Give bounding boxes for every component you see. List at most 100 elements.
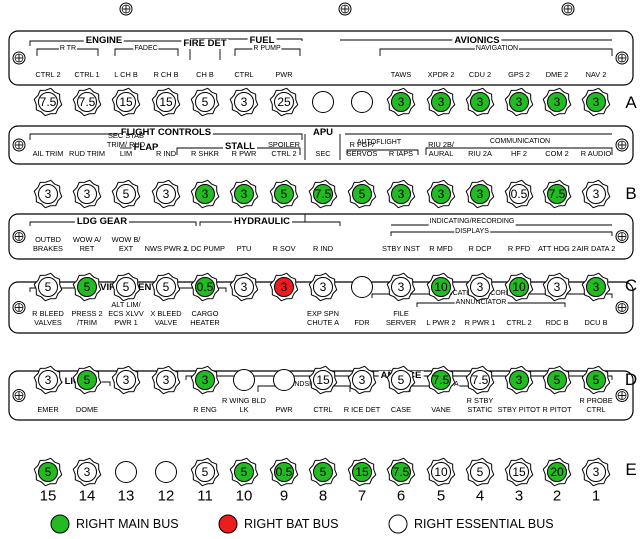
group-title: STALL [223, 141, 257, 152]
circuit-breaker[interactable] [308, 87, 338, 117]
breaker-rating: 7.5 [432, 373, 450, 387]
circuit-breaker[interactable]: 3 [151, 365, 181, 395]
breaker-button-icon [151, 365, 181, 395]
circuit-breaker[interactable]: 7.5 [33, 87, 63, 117]
column-number: 2 [552, 487, 562, 505]
circuit-breaker[interactable] [347, 272, 377, 302]
circuit-breaker[interactable]: 3 [386, 272, 416, 302]
circuit-breaker[interactable]: 3 [426, 87, 456, 117]
circuit-breaker[interactable] [347, 87, 377, 117]
circuit-breaker[interactable]: 25 [269, 87, 299, 117]
circuit-breaker[interactable] [229, 365, 259, 395]
circuit-breaker[interactable]: 3 [581, 457, 611, 487]
circuit-breaker[interactable]: 0.5 [269, 457, 299, 487]
breaker-label: R IAPS [388, 149, 414, 158]
circuit-breaker[interactable]: 15 [308, 365, 338, 395]
breaker-label: PRESS 2 /TRIM [71, 309, 103, 327]
circuit-breaker[interactable] [111, 457, 141, 487]
row-letter: E [625, 460, 637, 479]
circuit-breaker[interactable]: 3 [229, 179, 259, 209]
circuit-breaker[interactable]: 3 [504, 87, 534, 117]
circuit-breaker[interactable]: 0.5 [504, 179, 534, 209]
row-screw-left-icon [12, 51, 26, 65]
circuit-breaker[interactable]: 3 [347, 365, 377, 395]
row-screw-left-icon [12, 389, 26, 402]
legend-swatch-icon [218, 514, 238, 534]
circuit-breaker[interactable]: 5 [190, 87, 220, 117]
circuit-breaker[interactable]: 10 [426, 457, 456, 487]
breaker-rating: 25 [277, 95, 291, 109]
circuit-breaker[interactable]: 15 [347, 457, 377, 487]
circuit-breaker[interactable]: 5 [111, 272, 141, 302]
circuit-breaker[interactable]: 3 [465, 87, 495, 117]
circuit-breaker[interactable]: 3 [581, 272, 611, 302]
circuit-breaker[interactable]: 5 [151, 272, 181, 302]
breaker-button-icon [581, 365, 611, 395]
circuit-breaker[interactable]: 0.5 [190, 272, 220, 302]
circuit-breaker[interactable]: 7.5 [426, 365, 456, 395]
breaker-rating: 5 [280, 187, 288, 201]
circuit-breaker[interactable]: 10 [426, 272, 456, 302]
circuit-breaker[interactable]: 5 [465, 457, 495, 487]
row-letter: C [624, 276, 638, 295]
breaker-label: VANE [431, 405, 451, 414]
circuit-breaker[interactable]: 3 [426, 179, 456, 209]
circuit-breaker[interactable]: 3 [33, 179, 63, 209]
circuit-breaker[interactable]: 3 [581, 179, 611, 209]
circuit-breaker[interactable]: 3 [581, 87, 611, 117]
breaker-label: R SHKR [191, 149, 219, 158]
breaker-label: CASE [390, 405, 412, 414]
circuit-breaker[interactable]: 10 [504, 272, 534, 302]
circuit-breaker[interactable]: 3 [504, 365, 534, 395]
breaker-label: R SOV [272, 244, 296, 253]
circuit-breaker[interactable]: 5 [72, 272, 102, 302]
circuit-breaker[interactable]: 5 [308, 457, 338, 487]
breaker-label: DCU B [584, 318, 608, 327]
circuit-breaker[interactable]: 3 [190, 179, 220, 209]
circuit-breaker[interactable]: 3 [386, 87, 416, 117]
circuit-breaker[interactable]: 5 [542, 365, 572, 395]
circuit-breaker[interactable]: 5 [347, 179, 377, 209]
circuit-breaker[interactable]: 5 [386, 365, 416, 395]
circuit-breaker[interactable] [151, 457, 181, 487]
circuit-breaker[interactable]: 3 [269, 272, 299, 302]
circuit-breaker[interactable]: 20 [542, 457, 572, 487]
circuit-breaker[interactable]: 3 [151, 179, 181, 209]
circuit-breaker[interactable]: 3 [386, 179, 416, 209]
circuit-breaker[interactable]: 5 [229, 457, 259, 487]
circuit-breaker[interactable]: 7.5 [308, 179, 338, 209]
circuit-breaker[interactable]: 15 [151, 87, 181, 117]
breaker-label: ALT LIM/ ECS XLVV PWR 1 [108, 300, 144, 327]
circuit-breaker[interactable]: 15 [504, 457, 534, 487]
circuit-breaker[interactable]: 3 [72, 457, 102, 487]
circuit-breaker[interactable]: 5 [33, 272, 63, 302]
breaker-rating: 7.5 [314, 187, 332, 201]
circuit-breaker[interactable]: 3 [190, 365, 220, 395]
circuit-breaker[interactable]: 3 [229, 87, 259, 117]
circuit-breaker[interactable]: 5 [111, 179, 141, 209]
circuit-breaker[interactable]: 7.5 [465, 365, 495, 395]
circuit-breaker[interactable]: 5 [581, 365, 611, 395]
circuit-breaker[interactable]: 3 [33, 365, 63, 395]
circuit-breaker[interactable]: 5 [190, 457, 220, 487]
breaker-label: ATT HDG 2 [538, 244, 576, 253]
circuit-breaker[interactable]: 3 [111, 365, 141, 395]
circuit-breaker[interactable]: 3 [465, 179, 495, 209]
breaker-label: WOW B/ EXT [111, 235, 141, 253]
circuit-breaker[interactable]: 3 [465, 272, 495, 302]
top-mount-screw-icon [119, 2, 133, 16]
circuit-breaker[interactable]: 15 [111, 87, 141, 117]
circuit-breaker[interactable]: 3 [72, 179, 102, 209]
breaker-button-icon [465, 457, 495, 487]
circuit-breaker[interactable]: 3 [229, 272, 259, 302]
circuit-breaker[interactable]: 3 [308, 272, 338, 302]
circuit-breaker[interactable]: 5 [72, 365, 102, 395]
circuit-breaker[interactable]: 3 [542, 87, 572, 117]
circuit-breaker[interactable]: 3 [542, 272, 572, 302]
circuit-breaker[interactable]: 5 [269, 179, 299, 209]
circuit-breaker[interactable]: 5 [33, 457, 63, 487]
circuit-breaker[interactable] [269, 365, 299, 395]
circuit-breaker[interactable]: 7.5 [72, 87, 102, 117]
circuit-breaker[interactable]: 7.5 [386, 457, 416, 487]
circuit-breaker[interactable]: 7.5 [542, 179, 572, 209]
